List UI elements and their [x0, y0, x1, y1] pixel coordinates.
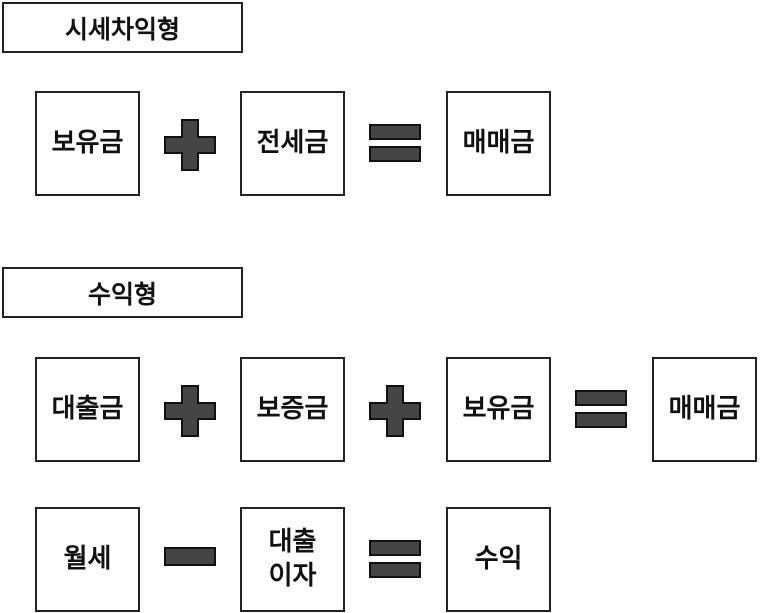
term-box-security-deposit: 보증금	[240, 357, 345, 462]
plus-icon	[164, 119, 216, 171]
term-box-loan: 대출금	[35, 357, 140, 462]
equals-icon	[575, 390, 627, 428]
minus-icon	[164, 547, 216, 566]
section-title-income: 수익형	[2, 267, 243, 318]
term-box-monthly-rent: 월세	[35, 507, 140, 612]
term-box-owned-funds: 보유금	[35, 91, 140, 196]
result-box-profit: 수익	[446, 507, 551, 612]
term-box-jeonse-deposit: 전세금	[240, 91, 345, 196]
equals-icon	[369, 124, 421, 162]
loan-interest-line-2: 이자	[268, 560, 317, 591]
plus-icon	[369, 385, 421, 437]
plus-icon	[164, 385, 216, 437]
result-box-sale-price: 매매금	[446, 91, 551, 196]
equals-icon	[369, 540, 421, 578]
term-box-owned-funds: 보유금	[446, 357, 551, 462]
loan-interest-label: 대출 이자	[269, 526, 317, 594]
result-box-sale-price: 매매금	[652, 357, 757, 462]
term-box-loan-interest: 대출 이자	[240, 507, 345, 612]
section-title-capital-gain: 시세차익형	[2, 2, 243, 53]
loan-interest-line-1: 대출	[268, 526, 317, 557]
